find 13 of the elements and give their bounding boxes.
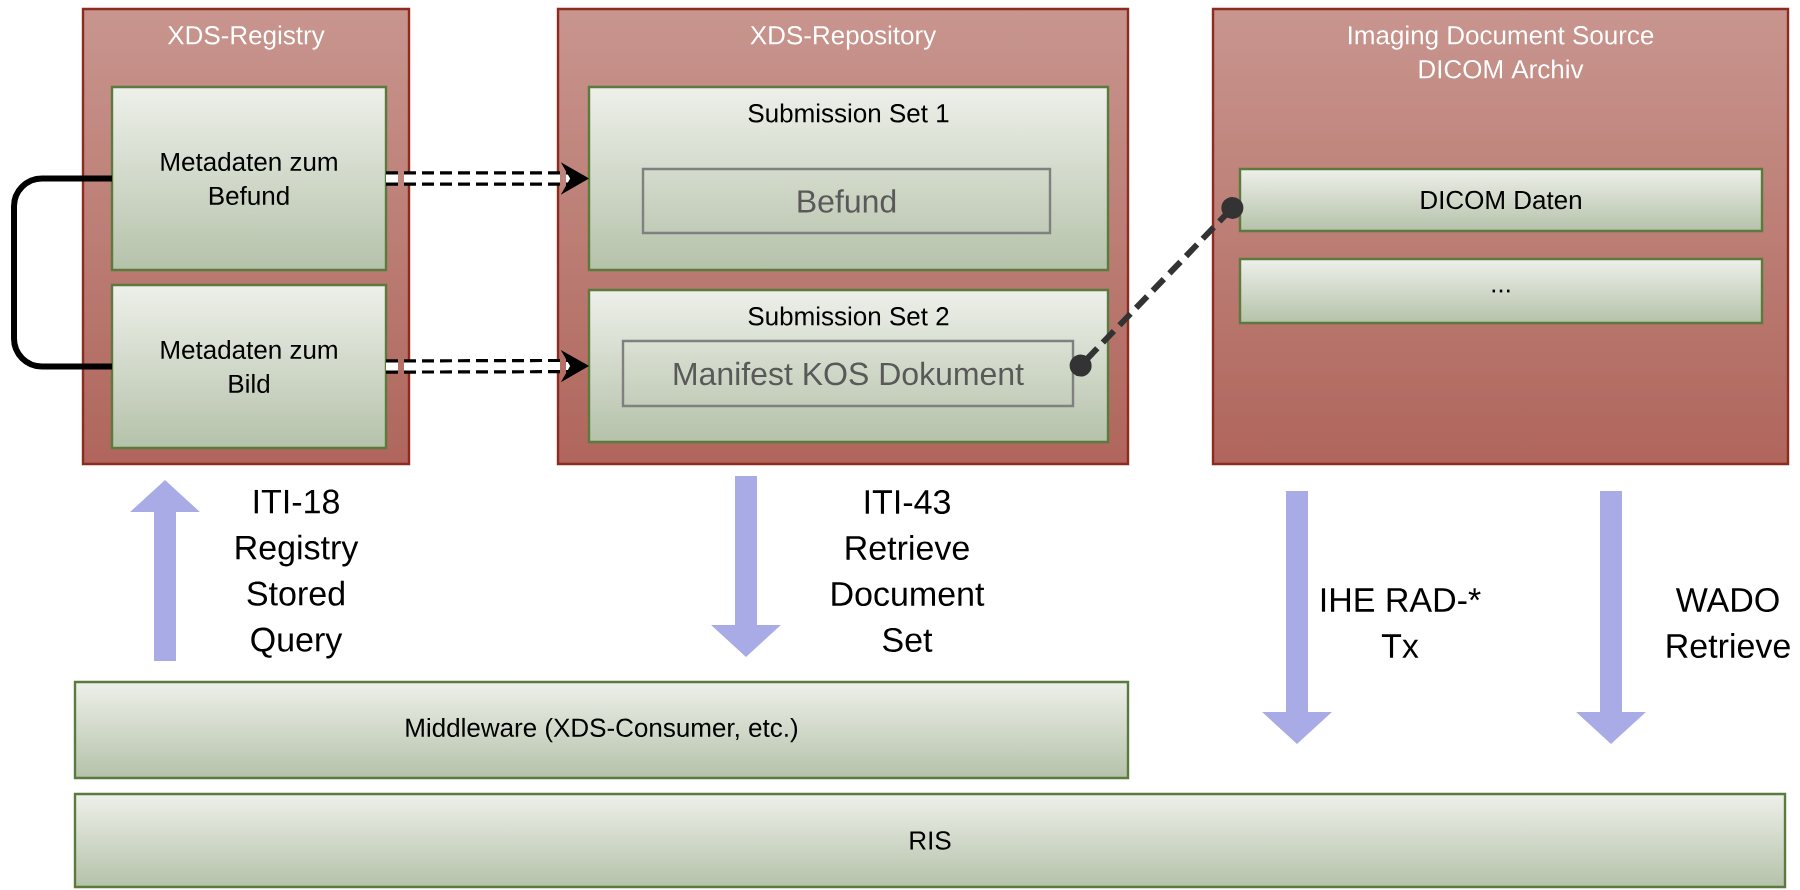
connector-line: [1069, 196, 1244, 377]
process-box: Metadaten zum Bild: [110, 283, 388, 450]
process-box: DICOM Daten: [1238, 167, 1764, 233]
edge-label: ITI-43 Retrieve Document Set: [832, 489, 985, 653]
process-box: RIS: [73, 792, 1787, 889]
document-box: Manifest KOS Dokument: [621, 339, 1075, 408]
edge-label: WADO Retrieve: [1667, 587, 1790, 659]
process-box: ...: [1238, 257, 1764, 325]
process-box: Metadaten zum Befund: [110, 85, 388, 272]
edge-label: IHE RAD-* Tx: [1321, 588, 1481, 658]
process-box: Middleware (XDS-Consumer, etc.): [73, 680, 1130, 780]
document-box: Befund: [641, 167, 1052, 235]
edge-label: ITI-18 Registry Stored Query: [236, 489, 359, 659]
